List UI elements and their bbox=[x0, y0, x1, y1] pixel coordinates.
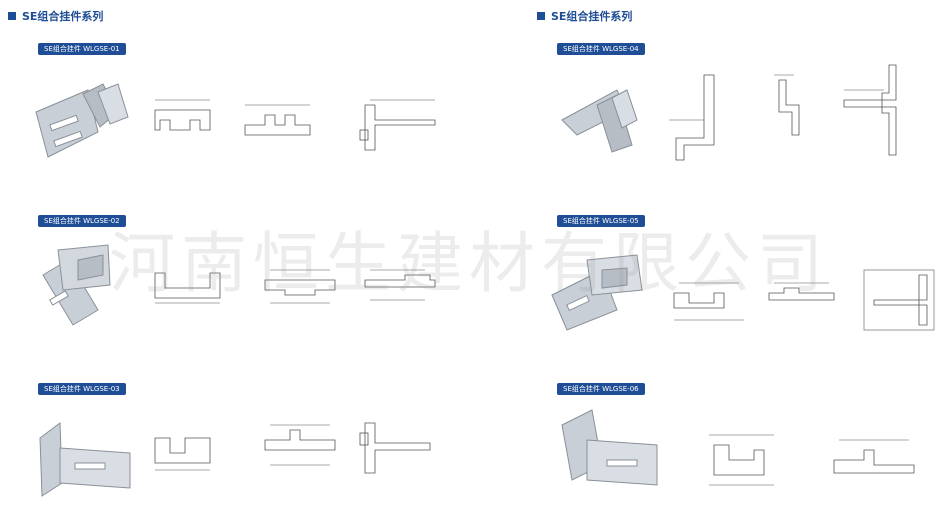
drawing-wlgse-01-a bbox=[150, 95, 250, 175]
drawing-wlgse-04-c bbox=[834, 55, 934, 156]
drawing-wlgse-01-b bbox=[240, 100, 340, 180]
drawing-wlgse-03-b bbox=[260, 420, 360, 500]
drawing-wlgse-02-a bbox=[150, 268, 250, 348]
drawing-wlgse-05-c bbox=[859, 265, 938, 345]
drawing-wlgse-06-b bbox=[829, 435, 929, 515]
drawing-wlgse-01-c bbox=[350, 95, 450, 175]
left-column: SE组合挂件系列 SE组合挂件 WLGSE-01 SE组合挂件 WLGSE bbox=[0, 0, 469, 500]
drawing-wlgse-02-b bbox=[260, 265, 360, 345]
drawing-wlgse-05-a bbox=[669, 278, 769, 358]
section-title-text: SE组合挂件系列 bbox=[22, 10, 104, 23]
product-badge-wlgse-01: SE组合挂件 WLGSE-01 bbox=[38, 43, 126, 55]
section-title-right: SE组合挂件系列 bbox=[537, 8, 632, 24]
drawing-wlgse-03-c bbox=[355, 418, 455, 498]
section-title-left: SE组合挂件系列 bbox=[8, 8, 103, 24]
drawing-wlgse-04-a bbox=[664, 70, 764, 161]
product-image-wlgse-04 bbox=[557, 80, 667, 180]
product-badge-wlgse-04: SE组合挂件 WLGSE-04 bbox=[557, 43, 645, 55]
title-square-icon bbox=[8, 12, 16, 20]
right-column: SE组合挂件系列 SE组合挂件 WLGSE-04 SE组合挂件 WLGSE-05 bbox=[529, 0, 938, 500]
drawing-wlgse-05-b bbox=[764, 278, 864, 358]
product-badge-wlgse-06: SE组合挂件 WLGSE-06 bbox=[557, 383, 645, 395]
product-image-wlgse-06 bbox=[557, 405, 667, 505]
drawing-wlgse-06-a bbox=[704, 430, 804, 510]
drawing-wlgse-02-c bbox=[360, 265, 460, 345]
product-image-wlgse-05 bbox=[547, 240, 657, 340]
product-image-wlgse-02 bbox=[38, 240, 148, 340]
product-image-wlgse-03 bbox=[30, 408, 140, 508]
product-image-wlgse-01 bbox=[28, 72, 138, 172]
drawing-wlgse-03-a bbox=[150, 428, 250, 508]
product-badge-wlgse-03: SE组合挂件 WLGSE-03 bbox=[38, 383, 126, 395]
drawing-wlgse-04-b bbox=[764, 70, 864, 150]
product-badge-wlgse-05: SE组合挂件 WLGSE-05 bbox=[557, 215, 645, 227]
title-square-icon bbox=[537, 12, 545, 20]
section-title-text: SE组合挂件系列 bbox=[551, 10, 633, 23]
product-badge-wlgse-02: SE组合挂件 WLGSE-02 bbox=[38, 215, 126, 227]
